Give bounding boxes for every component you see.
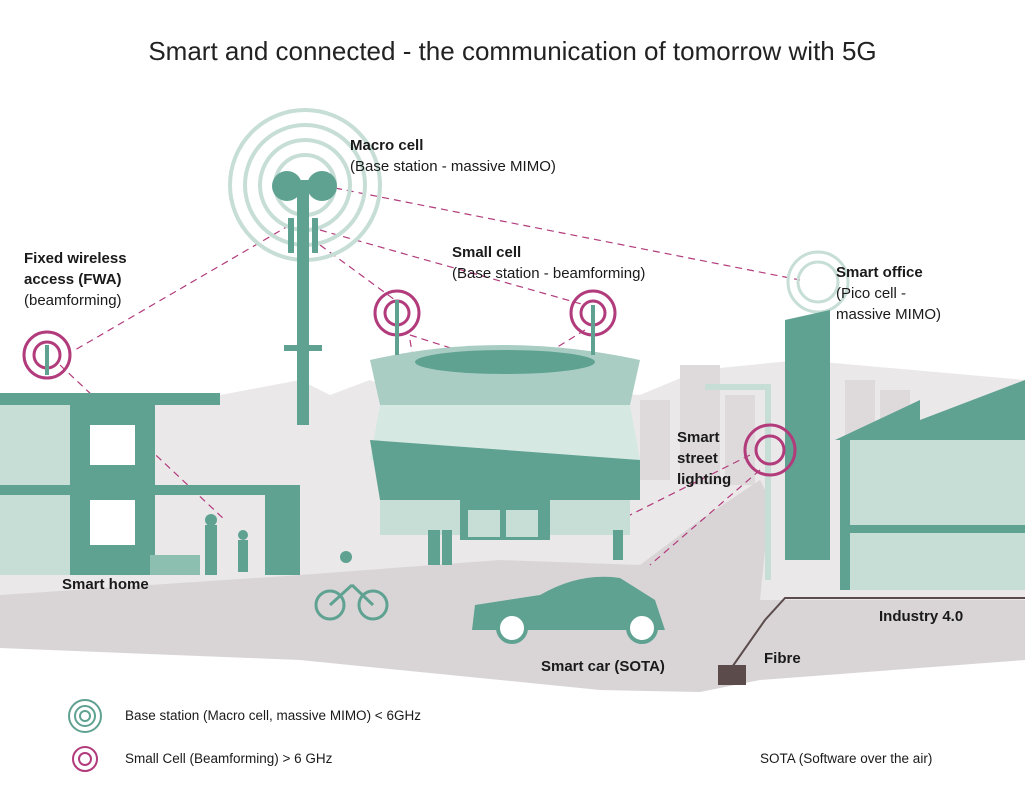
industry-label: Industry 4.0 xyxy=(879,608,964,625)
ground-road xyxy=(0,480,1025,692)
people xyxy=(205,514,623,575)
smart-office-line3: massive MIMO) xyxy=(836,306,941,323)
small-cell-label: Small cell (Base station - beamforming) xyxy=(452,242,645,284)
smart-office-tower xyxy=(785,250,850,560)
fwa-line3: (beamforming) xyxy=(24,292,122,309)
stadium-small-cells xyxy=(373,289,617,337)
street-lighting-line1: Smart xyxy=(677,429,720,446)
smart-car xyxy=(472,576,665,644)
legend-base-station: Base station (Macro cell, massive MIMO) … xyxy=(125,708,421,723)
fwa-line2: access (FWA) xyxy=(24,271,122,288)
smart-home-label: Smart home xyxy=(62,576,149,593)
legend-magenta-rings-icon xyxy=(72,746,98,772)
fwa-line1: Fixed wireless xyxy=(24,250,127,267)
industry-building xyxy=(835,380,1025,590)
smart-home-building xyxy=(0,393,300,575)
macro-cell-tower xyxy=(228,108,382,425)
legend-sota: SOTA (Software over the air) xyxy=(760,751,933,766)
fibre-label: Fibre xyxy=(764,650,801,667)
macro-cell-title: Macro cell xyxy=(350,137,424,154)
macro-cell-label: Macro cell (Base station - massive MIMO) xyxy=(350,135,556,177)
small-cell-sub: (Base station - beamforming) xyxy=(452,265,646,282)
cyclist xyxy=(314,583,389,621)
smart-office-label: Smart office (Pico cell - massive MIMO) xyxy=(836,262,941,325)
stadium-building xyxy=(370,345,640,540)
street-lighting-label: Smart street lighting xyxy=(677,427,731,490)
street-lighting-line2: street xyxy=(677,450,718,467)
fibre-box xyxy=(718,665,746,685)
street-light xyxy=(705,384,797,580)
fibre-cable xyxy=(729,597,1025,671)
street-lighting-line3: lighting xyxy=(677,471,732,488)
small-cell-title: Small cell xyxy=(452,244,522,261)
macro-cell-sub: (Base station - massive MIMO) xyxy=(350,158,556,175)
smart-office-line2: (Pico cell - xyxy=(836,285,907,302)
legend-small-cell: Small Cell (Beamforming) > 6 GHz xyxy=(125,751,333,766)
fwa-label: Fixed wireless access (FWA) (beamforming… xyxy=(24,248,127,311)
smart-office-title: Smart office xyxy=(836,264,923,281)
page-title: Smart and connected - the communication … xyxy=(148,36,877,66)
smart-car-label: Smart car (SOTA) xyxy=(541,658,665,675)
legend-teal-rings-icon xyxy=(68,699,102,733)
